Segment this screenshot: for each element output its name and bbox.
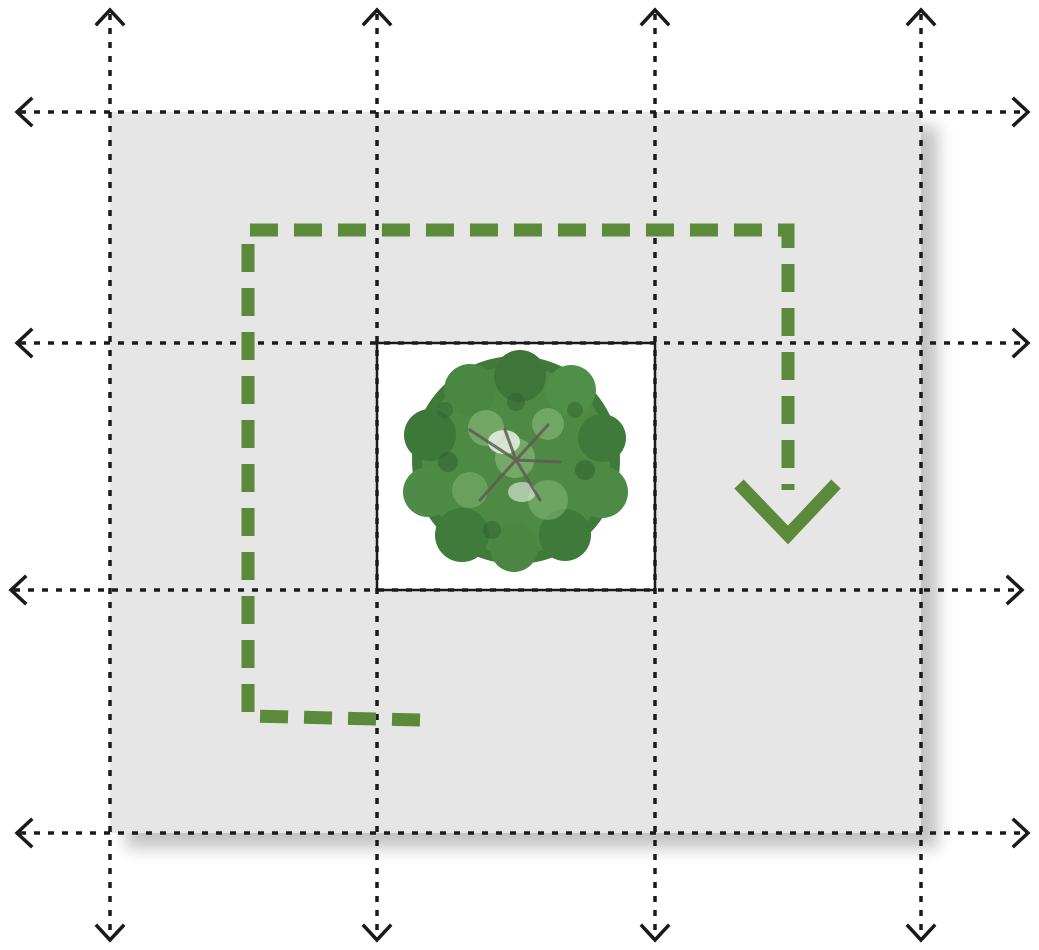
guide-arrowheads	[8, 7, 1031, 943]
arrowhead-left-icon	[14, 96, 34, 128]
tree-canopy-top-view-icon	[403, 350, 628, 572]
arrowhead-right-icon	[1011, 327, 1031, 359]
arrowhead-up-icon	[361, 7, 393, 27]
arrowhead-right-icon	[1011, 817, 1031, 849]
arrowhead-left-icon	[8, 574, 28, 606]
arrowhead-up-icon	[639, 7, 671, 27]
arrowhead-down-icon	[905, 923, 937, 943]
arrowhead-up-icon	[94, 7, 126, 27]
arrowhead-left-icon	[14, 817, 34, 849]
arrowhead-left-icon	[14, 327, 34, 359]
green-arrowhead-down-icon	[734, 479, 841, 545]
arrowhead-up-icon	[905, 7, 937, 27]
arrowhead-down-icon	[639, 923, 671, 943]
arrowhead-right-icon	[1011, 96, 1031, 128]
arrowhead-down-icon	[361, 923, 393, 943]
arrowhead-right-icon	[1005, 574, 1025, 606]
vertical-guide-lines	[108, 14, 923, 938]
green-dashed-path	[241, 223, 795, 727]
dashed-path-arrow-icon	[241, 223, 841, 727]
arrowhead-down-icon	[94, 923, 126, 943]
